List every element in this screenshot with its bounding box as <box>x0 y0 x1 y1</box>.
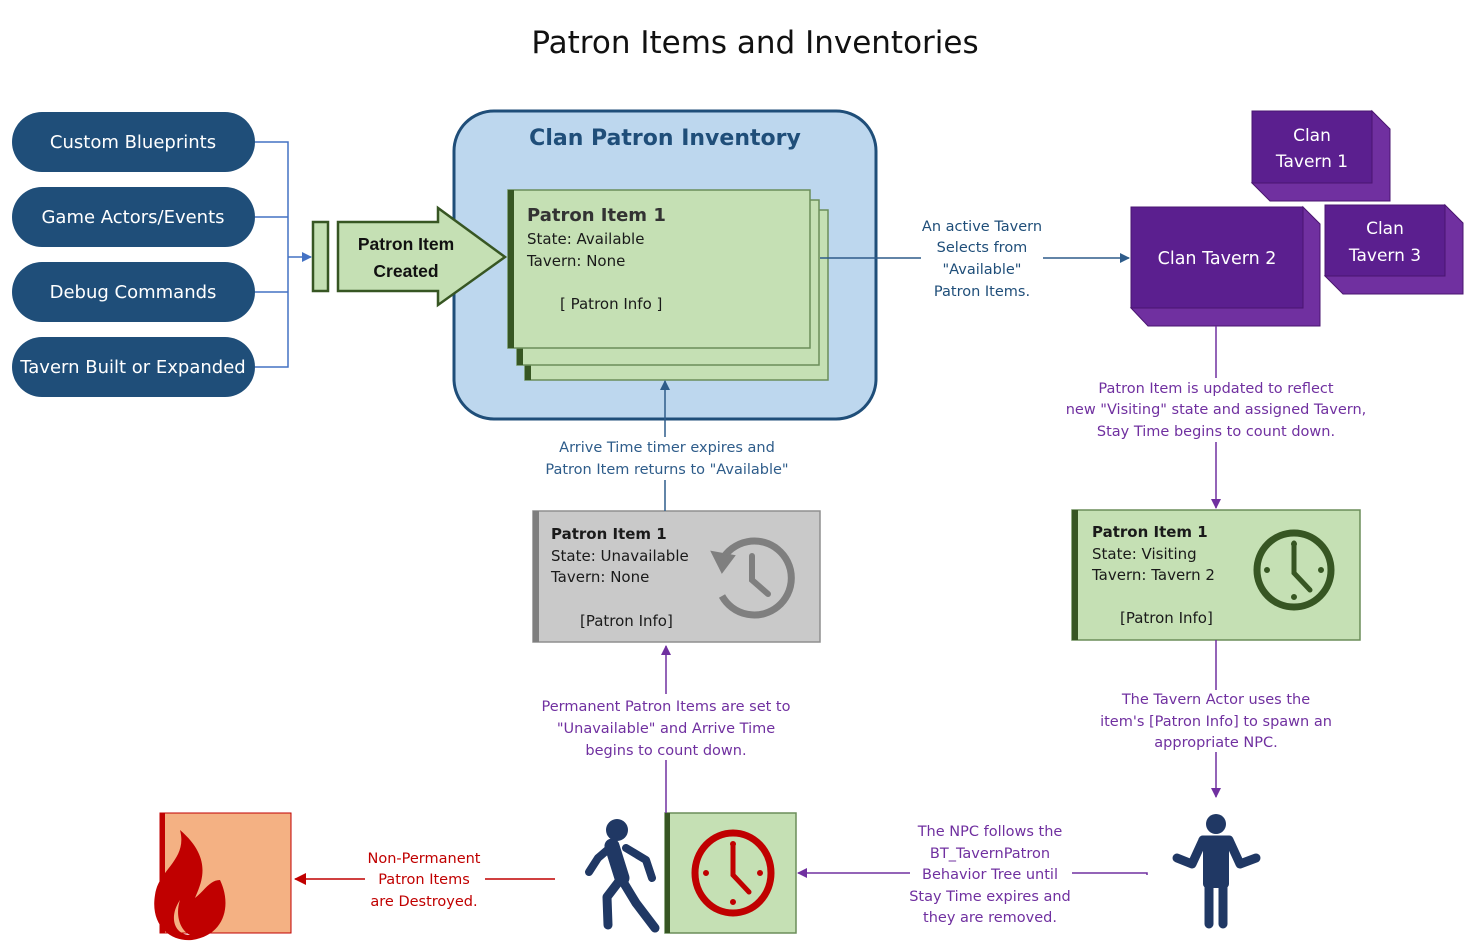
clock-icon <box>691 829 775 917</box>
page-title: Patron Items and Inventories <box>531 25 978 61</box>
connector <box>1072 872 1148 875</box>
svg-text:Clan: Clan <box>1293 126 1331 146</box>
clan-tavern-3: Clan Tavern 3 <box>1323 203 1464 295</box>
unavailable-note: Permanent Patron Items are set to"Unavai… <box>542 699 791 759</box>
svg-text:Tavern: Tavern 2: Tavern: Tavern 2 <box>1091 566 1215 584</box>
patron-item-card-unavailable: Patron Item 1 State: Unavailable Tavern:… <box>532 510 821 643</box>
patron-item-card-visiting: Patron Item 1 State: Visiting Tavern: Ta… <box>1071 509 1361 641</box>
svg-text:[Patron Info]: [Patron Info] <box>580 612 673 630</box>
inventory-title: Clan Patron Inventory <box>529 126 801 151</box>
svg-text:Patron Item 1: Patron Item 1 <box>551 525 667 543</box>
svg-text:Clan Tavern 2: Clan Tavern 2 <box>1158 249 1277 269</box>
source-custom-blueprints: Custom Blueprints <box>12 112 255 172</box>
source-tavern-built: Tavern Built or Expanded <box>12 337 255 397</box>
source-bracket-connector <box>255 141 312 368</box>
source-game-actors: Game Actors/Events <box>12 187 255 247</box>
svg-text:State: Available: State: Available <box>527 230 644 248</box>
fire-icon <box>154 830 226 941</box>
source-debug-commands: Debug Commands <box>12 262 255 322</box>
source-label: Debug Commands <box>50 282 217 303</box>
svg-text:Created: Created <box>373 261 438 281</box>
patron-item-created-arrow: Patron Item Created <box>336 205 508 308</box>
clan-tavern-2: Clan Tavern 2 <box>1129 205 1321 327</box>
svg-text:Tavern: None: Tavern: None <box>526 252 625 270</box>
source-label: Game Actors/Events <box>41 207 224 228</box>
clock-icon <box>1253 529 1335 611</box>
history-icon <box>710 537 795 619</box>
svg-text:Tavern 3: Tavern 3 <box>1348 246 1421 266</box>
svg-text:Clan: Clan <box>1366 219 1404 239</box>
standing-npc-icon <box>1172 814 1261 929</box>
svg-text:Patron Item: Patron Item <box>358 234 454 254</box>
clan-tavern-1: Clan Tavern 1 <box>1250 109 1391 202</box>
svg-text:State: Unavailable: State: Unavailable <box>551 547 689 565</box>
source-label: Tavern Built or Expanded <box>19 357 245 378</box>
walking-npc-icon <box>585 819 660 933</box>
svg-text:[ Patron Info ]: [ Patron Info ] <box>560 295 662 313</box>
svg-text:Patron Item 1: Patron Item 1 <box>527 205 666 226</box>
svg-text:Tavern 1: Tavern 1 <box>1275 152 1348 172</box>
svg-text:[Patron Info]: [Patron Info] <box>1120 609 1213 627</box>
destroyed-card <box>154 812 292 941</box>
created-bar <box>311 220 330 293</box>
stay-time-clock-card <box>664 812 797 934</box>
source-label: Custom Blueprints <box>50 132 216 153</box>
svg-text:Patron Item 1: Patron Item 1 <box>1092 523 1208 541</box>
patron-item-card-available: Patron Item 1 State: Available Tavern: N… <box>507 189 811 349</box>
svg-text:Tavern: None: Tavern: None <box>550 568 649 586</box>
clan-patron-inventory: Clan Patron Inventory Patron Item 1 Stat… <box>452 109 878 421</box>
svg-text:State: Visiting: State: Visiting <box>1092 545 1197 563</box>
